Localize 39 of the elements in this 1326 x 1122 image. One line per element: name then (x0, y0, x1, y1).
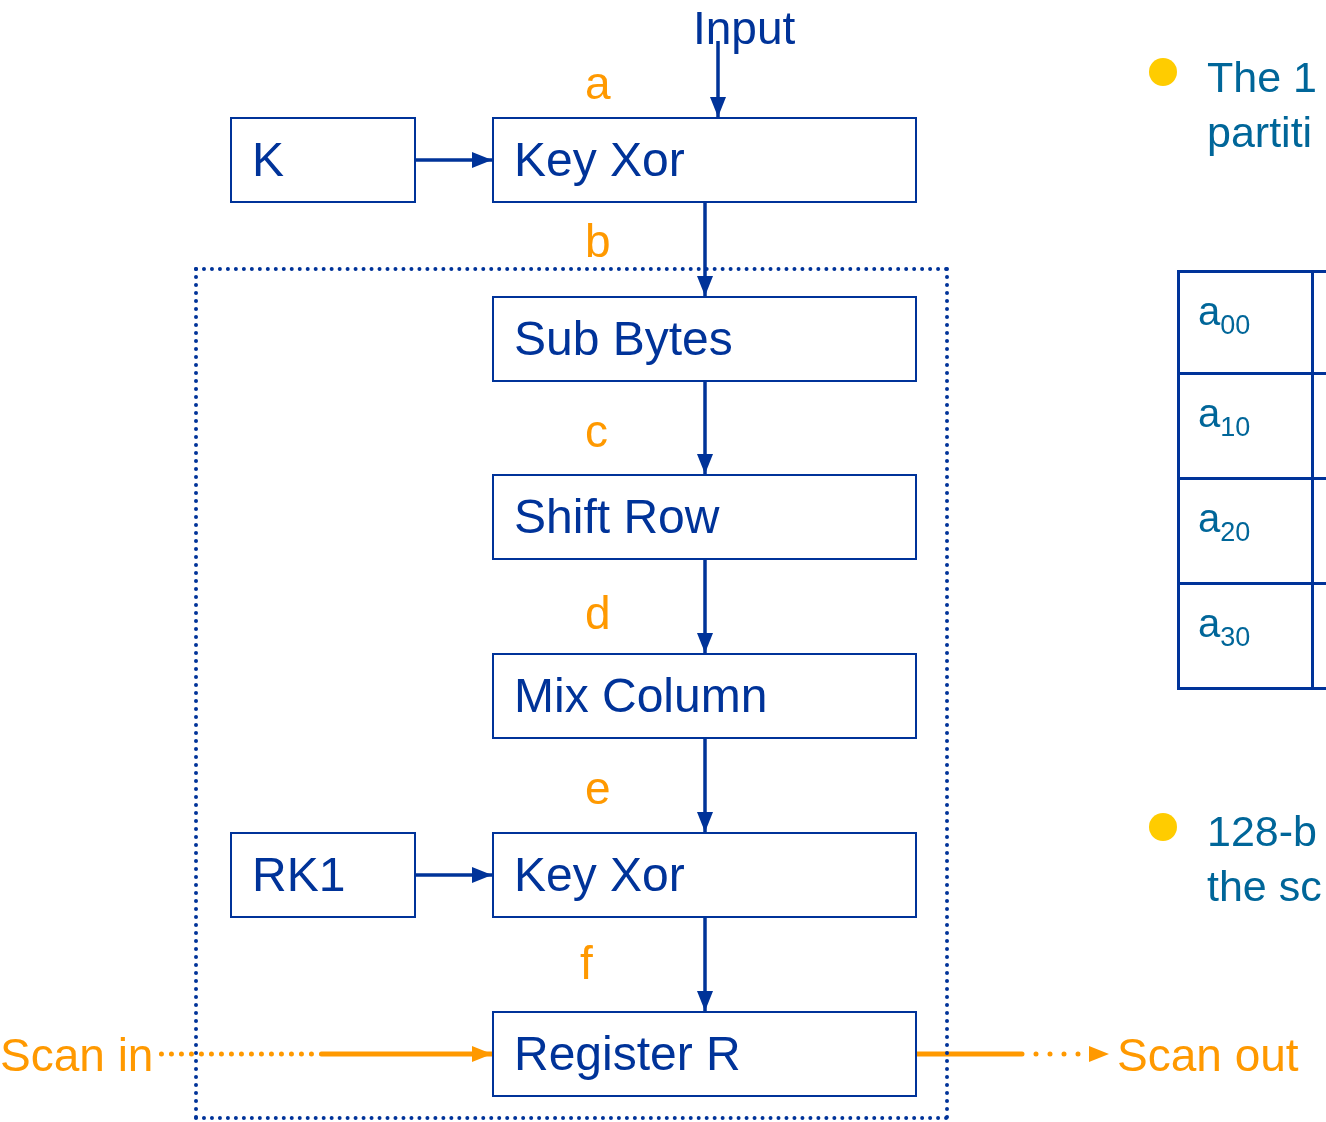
box-label: Key Xor (514, 136, 685, 184)
box-label: Key Xor (514, 851, 685, 899)
process-box (492, 296, 917, 382)
arrow (710, 41, 726, 117)
process-box (492, 832, 917, 918)
edge-label: c (585, 408, 608, 454)
edge-label: a (585, 60, 611, 106)
box-label: Register R (514, 1030, 741, 1078)
node-label: Scan in (0, 1032, 154, 1078)
bullet-text: 128-b the sc (1207, 806, 1323, 913)
process-box (492, 653, 917, 739)
box-label: Mix Column (514, 672, 768, 720)
box-label: RK1 (252, 851, 346, 899)
arrow (697, 203, 713, 296)
process-box (492, 1011, 917, 1097)
arrow (697, 382, 713, 474)
edge-label: d (585, 590, 611, 636)
table-cell: a$_{00}$ (1180, 273, 1314, 375)
edge-label: e (585, 765, 611, 811)
process-box (492, 117, 917, 203)
dotted-group-frame (194, 267, 949, 1120)
process-box (230, 117, 416, 203)
arrow (416, 867, 492, 883)
table-cell: a$_{10}$ (1180, 375, 1314, 480)
arrow (697, 739, 713, 832)
edge-label: f (580, 940, 593, 986)
table-cell: a$_{20}$ (1180, 480, 1314, 585)
process-box (230, 832, 416, 918)
edge-label: b (585, 218, 611, 264)
arrow (697, 560, 713, 653)
bullet-text: The 1 partiti (1207, 52, 1318, 159)
box-label: Shift Row (514, 493, 720, 541)
arrow (416, 152, 492, 168)
process-box (492, 474, 917, 560)
box-label: K (252, 136, 284, 184)
node-label: Scan out (1117, 1032, 1299, 1078)
table-cell: a$_{30}$ (1180, 585, 1314, 690)
arrow (697, 918, 713, 1011)
box-label: Sub Bytes (514, 315, 733, 363)
